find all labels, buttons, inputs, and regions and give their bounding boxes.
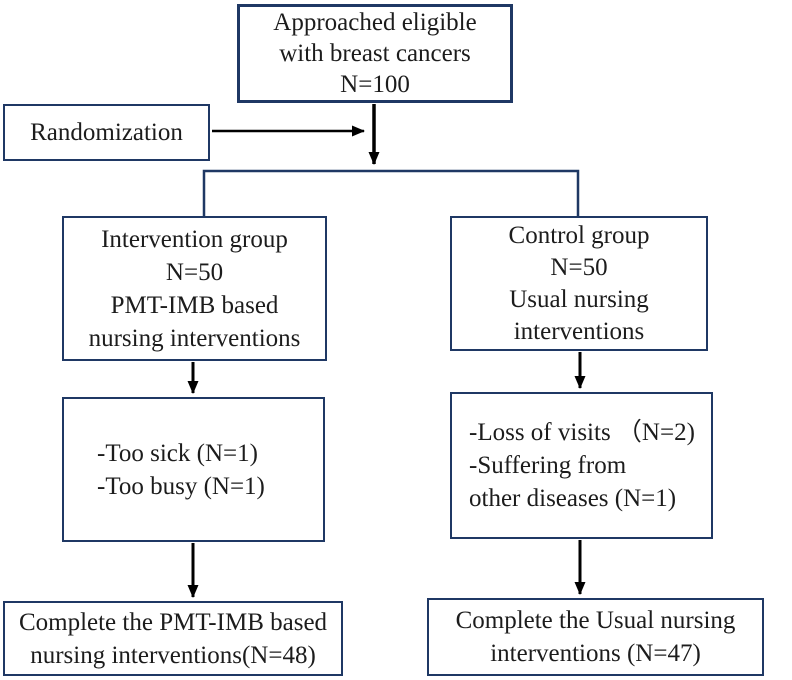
box-control-line: Usual nursing [509, 285, 649, 313]
box-intervention-line: PMT-IMB based [110, 291, 279, 319]
box-approached-line: N=100 [340, 71, 410, 98]
box-control-complete: Complete the Usual nursing interventions… [427, 598, 764, 676]
box-randomization: Randomization [3, 104, 210, 161]
box-approached-eligible: Approached eligible with breast cancers … [237, 4, 513, 103]
box-intervention-dropout: -Too sick (N=1) -Too busy (N=1) [62, 397, 325, 542]
box-control-line: N=50 [550, 253, 608, 281]
box-control-dropout-line: other diseases (N=1) [469, 485, 677, 512]
box-control-complete-line: Complete the Usual nursing [455, 607, 736, 634]
box-control-dropout-line: -Loss of visits （N=2) [469, 419, 695, 446]
box-control-dropout-line: -Suffering from [469, 452, 627, 479]
box-intervention-complete-line: Complete the PMT-IMB based [18, 608, 328, 636]
box-control-group: Control group N=50 Usual nursing interve… [450, 216, 708, 351]
box-control-line: interventions [513, 317, 645, 345]
box-approached-line: Approached eligible [273, 9, 477, 36]
box-intervention-complete-line: nursing interventions(N=48) [30, 641, 316, 669]
box-intervention-line: N=50 [165, 258, 224, 286]
box-intervention-line: nursing interventions [88, 324, 301, 352]
split-connector [202, 169, 580, 216]
box-intervention-dropout-line: -Too busy (N=1) [97, 472, 265, 500]
box-control-line: Control group [508, 221, 650, 249]
box-intervention-group: Intervention group N=50 PMT-IMB based nu… [62, 216, 327, 361]
box-intervention-complete: Complete the PMT-IMB based nursing inter… [3, 601, 343, 676]
box-control-dropout: -Loss of visits （N=2) -Suffering from ot… [450, 392, 713, 539]
randomization-label: Randomization [30, 119, 183, 146]
box-intervention-dropout-line: -Too sick (N=1) [97, 439, 258, 467]
box-approached-line: with breast cancers [279, 40, 471, 67]
box-intervention-line: Intervention group [101, 225, 288, 253]
box-control-complete-line: interventions (N=47) [490, 640, 701, 667]
